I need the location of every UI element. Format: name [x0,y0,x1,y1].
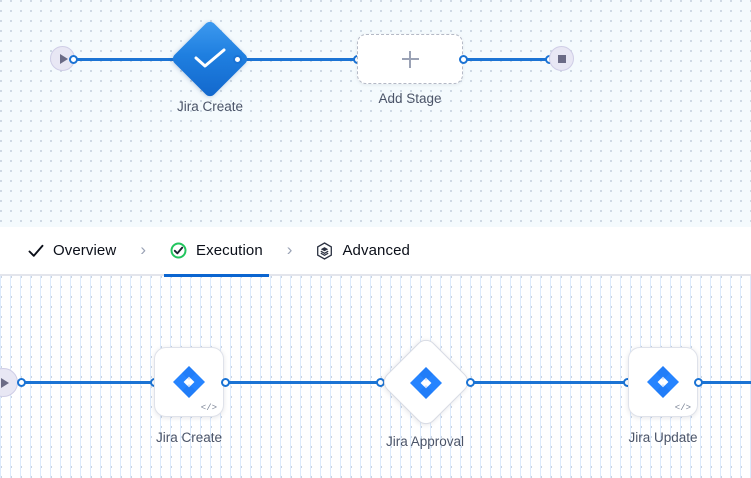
tab-label-execution: Execution [195,242,263,259]
port-add-stage-out[interactable] [459,55,468,64]
tab-separator: › [140,239,146,259]
jira-icon [172,365,206,399]
play-icon [1,377,9,388]
execution-steps-canvas[interactable]: </> Jira Create Jira Approval [0,276,751,478]
port-step-jira-create-out[interactable] [221,378,230,387]
stage-label-add-stage: Add Stage [378,91,442,106]
plus-icon [401,50,419,68]
step-node-jira-create[interactable]: </> [154,347,224,417]
pipeline-end-node[interactable] [549,46,574,71]
port-step-jira-update-out[interactable] [694,378,703,387]
code-badge: </> [200,403,217,413]
step-label-jira-create: Jira Create [155,430,223,445]
edge-add-stage-to-end [462,58,549,61]
tab-overview[interactable]: Overview [22,226,122,275]
edge-jira-create-to-add-stage [237,58,357,61]
tab-execution[interactable]: Execution [163,226,269,277]
jira-icon [409,366,443,400]
check-icon [28,244,44,258]
tab-separator: › [286,239,293,259]
check-icon [194,48,226,68]
pipeline-overview-canvas[interactable]: Jira Create Add Stage [0,0,751,227]
execution-start-node[interactable] [0,368,18,397]
port-start-out[interactable] [69,55,78,64]
tab-label-overview: Overview [53,242,117,259]
port-jira-create-out[interactable] [233,55,242,64]
port-step-jira-approval-out[interactable] [466,378,475,387]
stage-config-tabs: Overview › Execution › Adv [0,226,751,277]
jira-icon [646,365,680,399]
tab-advanced[interactable]: Advanced [310,226,416,275]
edge-start-to-step-jira-create [22,381,155,384]
port-exec-start-out[interactable] [17,378,26,387]
edge-jira-create-to-jira-approval [226,381,381,384]
edge-jira-approval-to-jira-update [471,381,628,384]
layers-hexagon-icon [316,241,333,260]
step-node-jira-update[interactable]: </> [628,347,698,417]
check-circle-icon [170,242,187,259]
step-label-jira-approval: Jira Approval [385,434,465,449]
stop-icon [557,54,566,63]
stage-label-jira-create: Jira Create [176,99,244,114]
tab-label-advanced: Advanced [342,242,410,259]
edge-start-to-jira-create [73,58,183,61]
code-badge: </> [674,403,691,413]
add-stage-button[interactable] [357,34,463,84]
step-label-jira-update: Jira Update [628,430,698,445]
edge-jira-update-out [699,381,751,384]
play-icon [60,53,68,64]
